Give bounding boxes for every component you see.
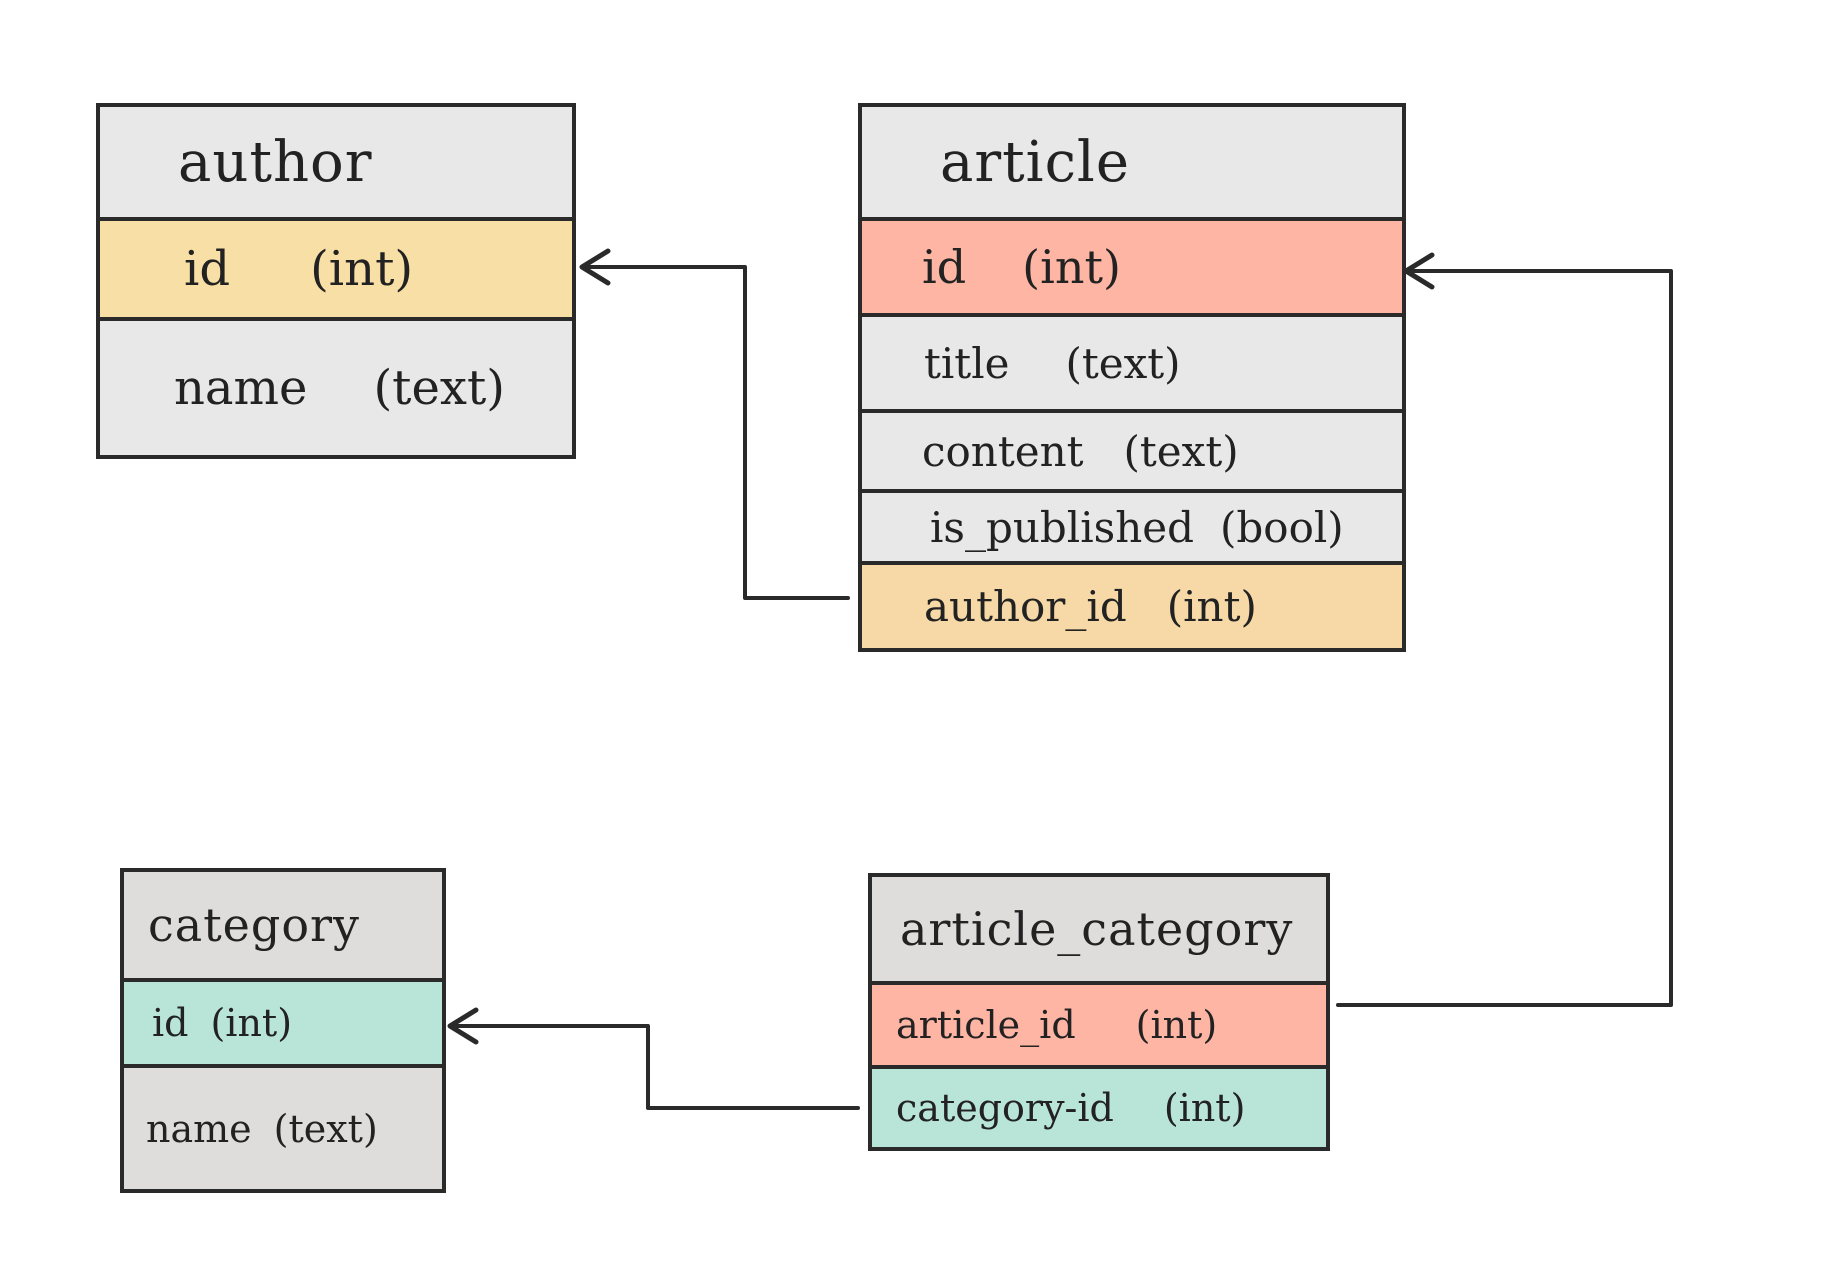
field-type: (int) bbox=[1022, 240, 1121, 294]
field-name: name bbox=[146, 1106, 252, 1151]
table-article-category: article_category article_id (int) catego… bbox=[868, 873, 1330, 1151]
field-type: (int) bbox=[210, 1001, 293, 1045]
table-header: author bbox=[100, 107, 572, 217]
field-name: content bbox=[922, 426, 1084, 476]
field-name: is_published bbox=[930, 502, 1195, 552]
field-type: (int) bbox=[1135, 1003, 1218, 1047]
field-type: (int) bbox=[310, 241, 414, 297]
table-author: author id (int) name (text) bbox=[96, 103, 576, 459]
table-row: is_published (bool) bbox=[862, 489, 1402, 561]
arrowhead-icon bbox=[1403, 252, 1435, 290]
table-row: id (int) bbox=[124, 978, 442, 1064]
table-row: id (int) bbox=[100, 217, 572, 317]
field-name: id bbox=[152, 1001, 189, 1045]
table-name: article bbox=[940, 129, 1130, 195]
table-header: article_category bbox=[872, 877, 1326, 981]
field-name: article_id bbox=[896, 1003, 1076, 1047]
table-row: article_id (int) bbox=[872, 981, 1326, 1065]
field-name: category-id bbox=[896, 1086, 1114, 1130]
relation-category-id bbox=[447, 1007, 860, 1110]
arrowhead-icon bbox=[579, 248, 611, 286]
table-name: article_category bbox=[900, 902, 1294, 956]
table-row: name (text) bbox=[124, 1064, 442, 1189]
field-name: name bbox=[174, 360, 308, 416]
table-row: author_id (int) bbox=[862, 561, 1402, 648]
table-name: category bbox=[148, 898, 361, 952]
relation-author-id bbox=[579, 248, 850, 600]
table-article: article id (int) title (text) content (t… bbox=[858, 103, 1406, 652]
field-type: (bool) bbox=[1220, 502, 1344, 552]
table-row: content (text) bbox=[862, 409, 1402, 489]
table-row: category-id (int) bbox=[872, 1065, 1326, 1147]
connector-line bbox=[582, 265, 850, 600]
field-type: (text) bbox=[373, 360, 505, 416]
field-name: id bbox=[922, 240, 967, 294]
field-type: (text) bbox=[273, 1106, 378, 1151]
table-header: category bbox=[124, 872, 442, 978]
field-name: author_id bbox=[924, 582, 1127, 631]
connector-line bbox=[450, 1024, 860, 1110]
field-name: id bbox=[184, 241, 231, 297]
arrowhead-icon bbox=[447, 1007, 479, 1045]
field-type: (text) bbox=[1123, 426, 1239, 476]
table-name: author bbox=[178, 129, 373, 195]
field-type: (int) bbox=[1166, 582, 1257, 631]
table-header: article bbox=[862, 107, 1402, 217]
table-row: title (text) bbox=[862, 313, 1402, 409]
field-type: (int) bbox=[1163, 1086, 1246, 1130]
field-type: (text) bbox=[1065, 338, 1181, 388]
table-row: id (int) bbox=[862, 217, 1402, 313]
table-category: category id (int) name (text) bbox=[120, 868, 446, 1193]
table-row: name (text) bbox=[100, 317, 572, 455]
field-name: title bbox=[924, 338, 1010, 388]
